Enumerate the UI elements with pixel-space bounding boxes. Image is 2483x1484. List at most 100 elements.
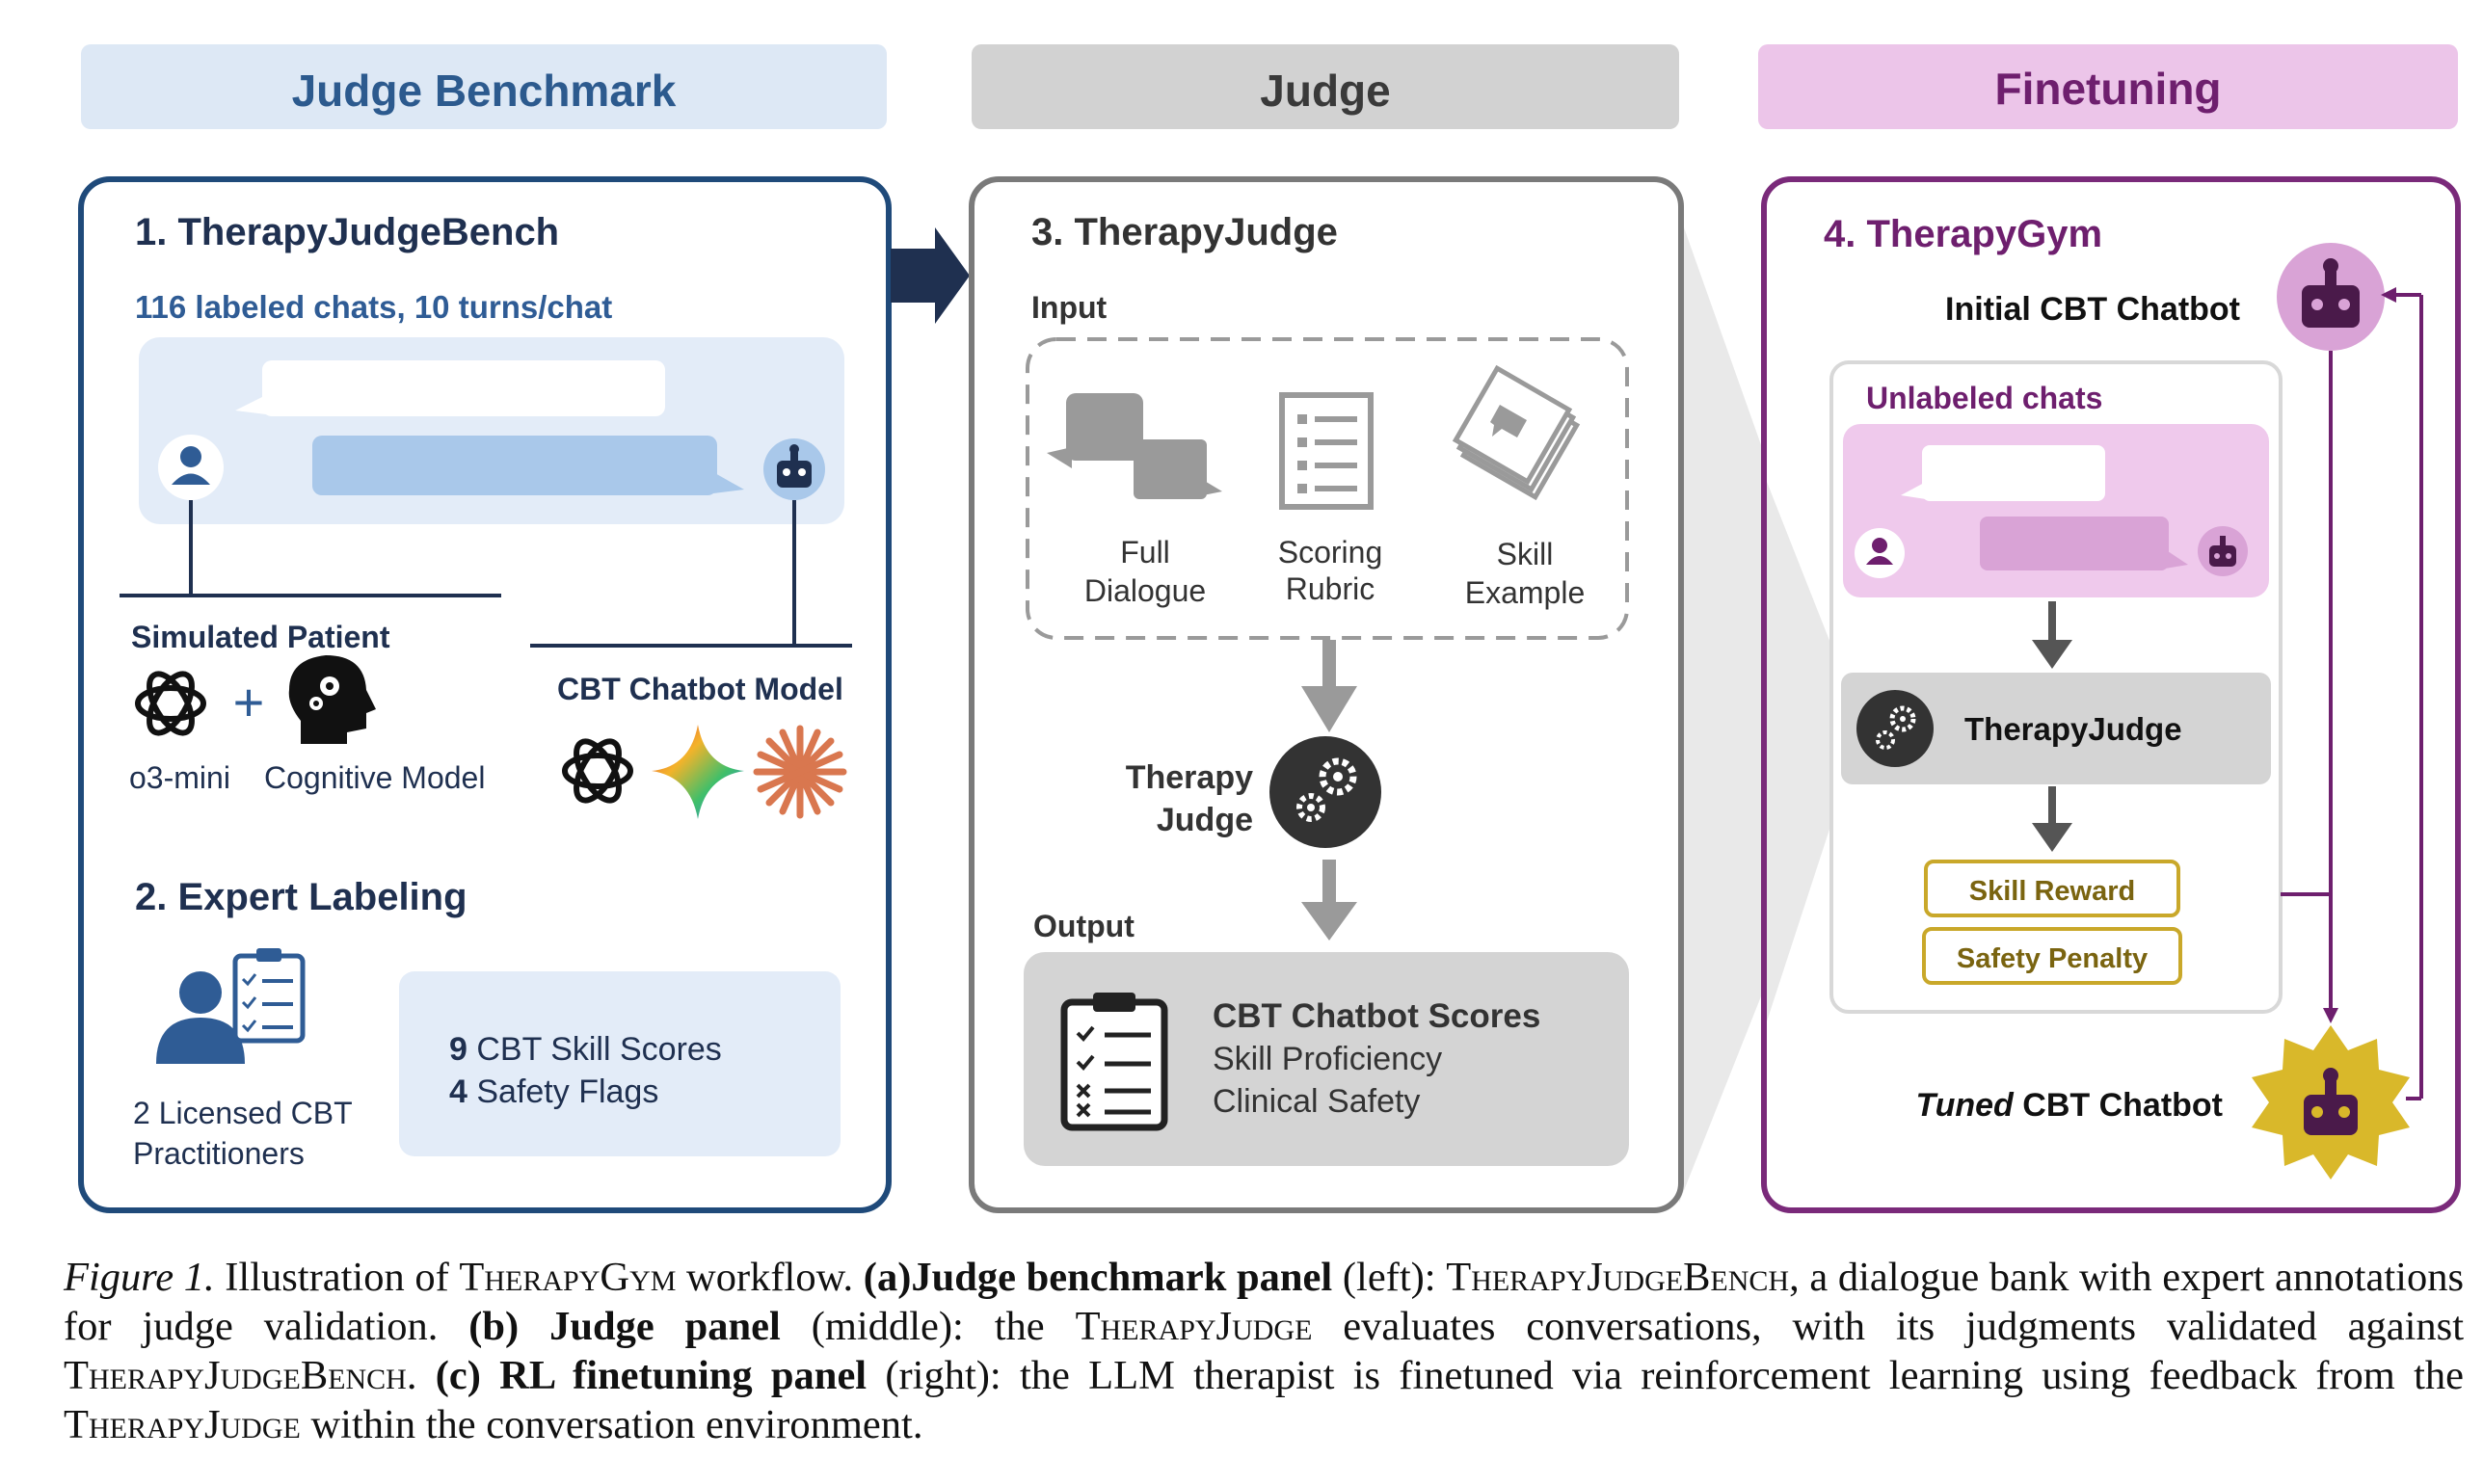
- practitioner-clipboard-icon: [156, 948, 306, 1064]
- judge-gears-icon: [1269, 736, 1381, 848]
- caption-text: (middle): the: [780, 1304, 1076, 1349]
- dialogue-bubbles-icon: [1047, 393, 1222, 499]
- safety-penalty-badge: Safety Penalty: [1922, 927, 2182, 985]
- header-judge-benchmark-label: Judge Benchmark: [292, 66, 677, 116]
- scoring-rubric-line2: Rubric: [1286, 571, 1375, 606]
- plus-sign: +: [233, 672, 265, 732]
- simulated-patient-label: Simulated Patient: [131, 620, 390, 654]
- caption-text: within the conversation environment.: [300, 1402, 923, 1447]
- header-finetuning: Finetuning: [1758, 44, 2458, 129]
- rubric-document-icon: [1279, 392, 1374, 510]
- panel1-title: 1. TherapyJudgeBench: [135, 211, 559, 253]
- label-summary-box: 9 CBT Skill Scores 4 Safety Flags: [399, 971, 841, 1156]
- caption-figure-label: Figure 1.: [64, 1255, 215, 1300]
- skill-reward-badge: Skill Reward: [1924, 860, 2180, 917]
- judge-gears-icon: [1856, 690, 1934, 767]
- patient-avatar-icon: [1855, 528, 1905, 578]
- caption-text: .: [406, 1353, 436, 1398]
- arrow-to-tuned-chatbot: [2323, 1008, 2338, 1023]
- arrow-judge-to-rewards: [2032, 786, 2072, 852]
- caption-judge: TherapyJudge: [1075, 1304, 1313, 1349]
- caption-text: workflow.: [676, 1255, 864, 1300]
- flow-arrow-bench-to-judge: [891, 227, 970, 324]
- output-label: Output: [1033, 909, 1135, 943]
- finetune-flow-lines: [2281, 293, 2423, 1100]
- skill-example-cards-icon: [1452, 364, 1581, 501]
- header-judge-benchmark: Judge Benchmark: [81, 44, 887, 129]
- cbt-chatbot-model-label: CBT Chatbot Model: [557, 672, 843, 706]
- caption-text: evaluates conversations, with its judgme…: [1312, 1304, 2465, 1349]
- header-judge: Judge: [972, 44, 1679, 129]
- claude-logo-icon: [753, 725, 847, 819]
- panel1-subtitle: 116 labeled chats, 10 turns/chat: [135, 289, 612, 325]
- panel4-title: 4. TherapyGym: [1824, 213, 2102, 255]
- skill-reward-label: Skill Reward: [1969, 876, 2135, 907]
- caption-text: Illustration of: [214, 1255, 460, 1300]
- chat-bubble-patient: [1922, 445, 2105, 501]
- scores-title: CBT Chatbot Scores: [1213, 997, 1540, 1035]
- cognitive-model-label: Cognitive Model: [264, 760, 485, 795]
- input-label: Input: [1031, 290, 1108, 325]
- labeled-chat-box: [139, 337, 844, 524]
- caption-text: (right): the LLM therapist is finetuned …: [867, 1353, 2464, 1398]
- caption-panel-b: (b) Judge panel: [468, 1304, 781, 1349]
- clinical-safety-label: Clinical Safety: [1213, 1083, 1420, 1120]
- arrow-input-to-judge: [1301, 640, 1357, 732]
- chat-bubble-chatbot: [312, 436, 717, 495]
- therapy-judge-label: TherapyJudge: [1964, 711, 2182, 747]
- unlabeled-chats-label: Unlabeled chats: [1866, 381, 2102, 415]
- chatbot-robot-icon: [763, 438, 825, 500]
- arrow-judge-to-output: [1301, 860, 1357, 941]
- clipboard-checklist-icon: [1060, 993, 1168, 1131]
- chat-bubble-patient: [262, 360, 665, 416]
- practitioners-line2: Practitioners: [133, 1136, 305, 1171]
- panel-therapy-gym: 4. TherapyGym Initial CBT Chatbot Unlabe…: [1761, 176, 2461, 1213]
- zoom-funnel: [1679, 214, 1839, 1203]
- panel-therapy-judge: 3. TherapyJudge Input Full Dialogue Scor…: [969, 176, 1684, 1213]
- openai-logo-icon: [562, 738, 633, 804]
- safety-flags-count: 4: [449, 1073, 467, 1110]
- skill-example-line2: Example: [1465, 575, 1586, 610]
- skill-proficiency-label: Skill Proficiency: [1213, 1041, 1442, 1077]
- unlabeled-chat-box: [1843, 424, 2269, 597]
- therapy-judge-bar: TherapyJudge: [1841, 673, 2271, 784]
- o3-mini-label: o3-mini: [129, 760, 230, 795]
- svg-text:Tuned CBT Chatbot: Tuned CBT Chatbot: [1915, 1087, 2223, 1124]
- caption-bench: TherapyJudgeBench: [64, 1353, 407, 1398]
- caption-judge: TherapyJudge: [64, 1402, 301, 1447]
- cognitive-head-icon: [288, 655, 376, 744]
- initial-chatbot-robot-icon: [2277, 243, 2385, 351]
- arrow-chats-to-judge: [2032, 601, 2072, 669]
- skill-example-line1: Skill: [1497, 537, 1554, 571]
- chatbot-robot-icon: [2198, 526, 2248, 576]
- caption-therapygym: TherapyGym: [459, 1255, 677, 1300]
- tuned-chatbot-robot-icon: [2252, 1025, 2410, 1179]
- output-scores-box: CBT Chatbot Scores Skill Proficiency Cli…: [1024, 952, 1629, 1166]
- svg-text:9 CBT Skill Scores: 9 CBT Skill Scores: [449, 1031, 722, 1068]
- skill-scores-text: CBT Skill Scores: [467, 1031, 722, 1068]
- full-dialogue-line1: Full: [1120, 535, 1170, 570]
- caption-bench: TherapyJudgeBench: [1446, 1255, 1790, 1300]
- scoring-rubric-line1: Scoring: [1278, 535, 1383, 570]
- caption-text: (left):: [1332, 1255, 1447, 1300]
- arrow-to-initial-chatbot: [2381, 287, 2396, 303]
- header-finetuning-label: Finetuning: [1994, 64, 2221, 114]
- full-dialogue-line2: Dialogue: [1084, 573, 1206, 608]
- gemini-logo-icon: [652, 725, 744, 819]
- practitioners-line1: 2 Licensed CBT: [133, 1096, 353, 1130]
- openai-logo-icon: [135, 671, 206, 736]
- safety-flags-text: Safety Flags: [467, 1073, 658, 1110]
- input-dashed-box: [1026, 337, 1629, 640]
- caption-panel-a: (a)Judge benchmark panel: [863, 1255, 1333, 1300]
- therapy-judge-line1: Therapy: [1126, 759, 1253, 796]
- tuned-word: Tuned: [1915, 1087, 2015, 1124]
- patient-avatar-icon: [158, 435, 224, 500]
- initial-chatbot-label: Initial CBT Chatbot: [1945, 291, 2240, 328]
- skill-scores-count: 9: [449, 1031, 467, 1068]
- expert-labeling-title: 2. Expert Labeling: [135, 876, 467, 918]
- panel3-title: 3. TherapyJudge: [1031, 211, 1338, 253]
- tuned-rest: CBT Chatbot: [2014, 1087, 2223, 1124]
- safety-penalty-label: Safety Penalty: [1957, 943, 2148, 974]
- chat-bubble-chatbot: [1980, 517, 2169, 570]
